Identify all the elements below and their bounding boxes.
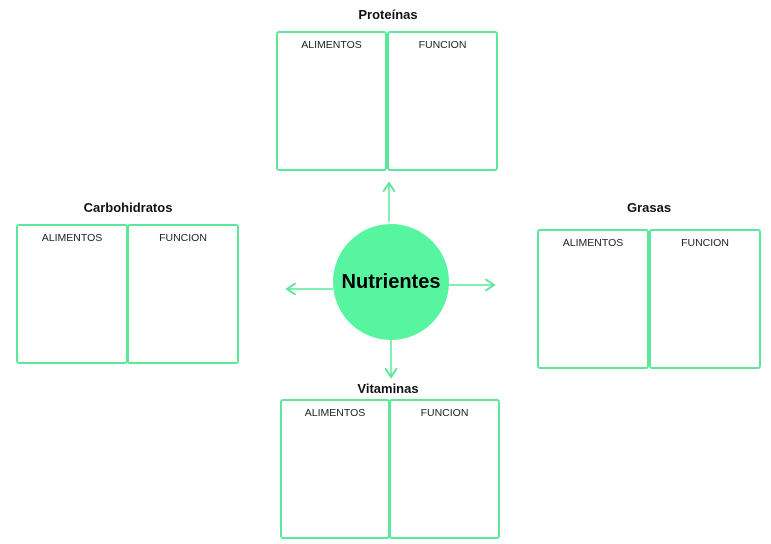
grasas-funcion-box: FUNCION bbox=[649, 229, 761, 369]
column-label: ALIMENTOS bbox=[301, 39, 362, 51]
carbohidratos-funcion-box: FUNCION bbox=[127, 224, 239, 364]
grasas-alimentos-box: ALIMENTOS bbox=[537, 229, 649, 369]
vitaminas-title: Vitaminas bbox=[357, 381, 419, 396]
grasas-title: Grasas bbox=[626, 200, 672, 215]
column-label: FUNCION bbox=[418, 39, 467, 51]
column-label: FUNCION bbox=[420, 407, 469, 419]
center-node: Nutrientes bbox=[333, 224, 449, 340]
column-label: ALIMENTOS bbox=[41, 232, 103, 244]
proteinas-alimentos-box: ALIMENTOS bbox=[276, 31, 387, 171]
center-label: Nutrientes bbox=[341, 270, 441, 293]
carbohidratos-alimentos-box: ALIMENTOS bbox=[16, 224, 128, 364]
proteinas-funcion-box: FUNCION bbox=[387, 31, 498, 171]
vitaminas-alimentos-box: ALIMENTOS bbox=[280, 399, 390, 539]
proteinas-title: Proteínas bbox=[358, 7, 418, 22]
column-label: FUNCION bbox=[159, 232, 207, 244]
column-label: ALIMENTOS bbox=[304, 407, 366, 419]
column-label: FUNCION bbox=[681, 237, 729, 249]
column-label: ALIMENTOS bbox=[562, 237, 624, 249]
carbohidratos-title: Carbohidratos bbox=[83, 200, 173, 215]
vitaminas-funcion-box: FUNCION bbox=[389, 399, 500, 539]
